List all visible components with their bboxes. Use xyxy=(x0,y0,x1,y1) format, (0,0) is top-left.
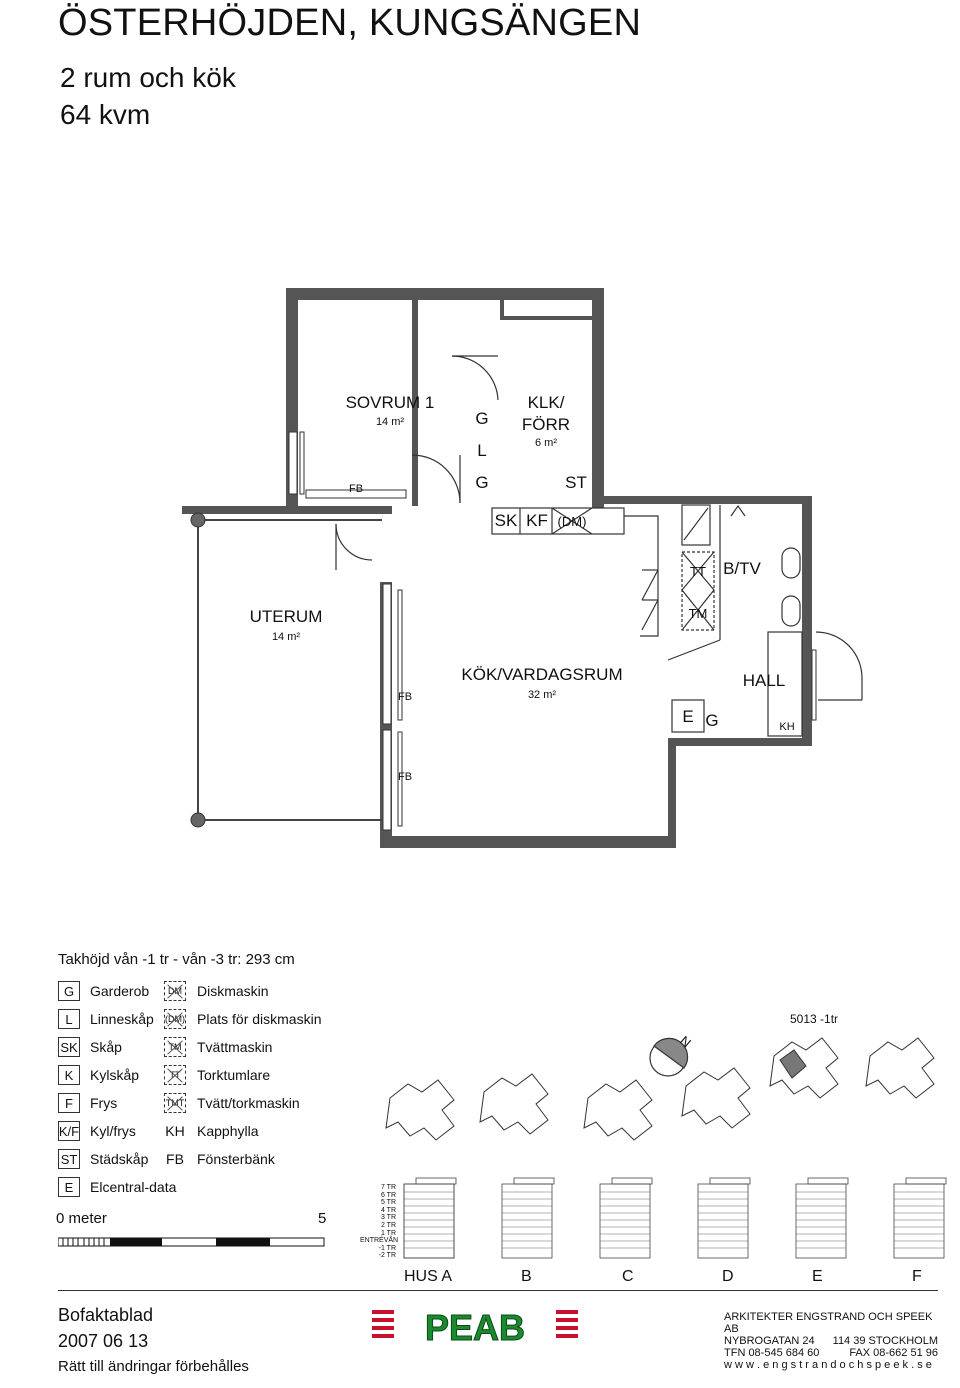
legend-code: (DM) xyxy=(164,1009,186,1029)
code-l: L xyxy=(477,441,486,460)
legend-code: SK xyxy=(58,1037,80,1057)
code-fb-2: FB xyxy=(398,691,412,703)
house-label: HUS A xyxy=(404,1268,453,1285)
scale-end: 5 xyxy=(318,1210,327,1227)
code-dm: (DM) xyxy=(558,514,587,529)
klk-area: 6 m² xyxy=(535,437,557,449)
klk-label-1: KLK/ xyxy=(528,393,565,412)
architect-phone: TFN 08-545 684 60 xyxy=(724,1347,820,1359)
legend-label: Linneskåp xyxy=(90,1011,154,1027)
legend-code: G xyxy=(58,981,80,1001)
legend-code: DM xyxy=(164,981,186,1001)
floor-plan: SOVRUM 1 14 m² KLK/ FÖRR 6 m² UTERUM 14 … xyxy=(182,288,863,848)
floor-label: ENTRÉVÅN xyxy=(360,1237,399,1245)
legend-code: FB xyxy=(166,1151,184,1167)
document-type: Bofaktablad xyxy=(58,1305,154,1325)
code-g2: G xyxy=(475,473,488,492)
highlight-marker xyxy=(779,1049,807,1079)
legend-code: ST xyxy=(58,1149,80,1169)
code-g: G xyxy=(475,409,488,428)
room-count: 2 rum och kök xyxy=(60,62,236,93)
code-kh: KH xyxy=(779,721,794,733)
legend-label: Garderob xyxy=(90,983,150,999)
sovrum-area: 14 m² xyxy=(376,416,404,428)
code-kf: KF xyxy=(526,511,548,530)
legend-label: Diskmaskin xyxy=(197,983,269,999)
floor-label: 4 TR xyxy=(380,1206,396,1214)
floor-label: 6 TR xyxy=(380,1191,396,1199)
site-plan: N xyxy=(385,1033,935,1141)
uterum-label: UTERUM xyxy=(250,607,323,626)
floor-label: 7 TR xyxy=(380,1184,396,1191)
code-e: E xyxy=(682,707,693,726)
legend-label: Kapphylla xyxy=(197,1123,259,1139)
legend-code: E xyxy=(58,1177,80,1197)
floor-label: 5 TR xyxy=(380,1199,396,1207)
legend-code: F xyxy=(58,1093,80,1113)
footer-divider xyxy=(58,1290,938,1291)
legend-code: TT xyxy=(164,1065,186,1085)
legend-code: TM xyxy=(164,1037,186,1057)
architect-city: 114 39 STOCKHOLM xyxy=(832,1335,938,1347)
house-label: E xyxy=(812,1268,823,1285)
walls xyxy=(182,288,812,848)
sovrum-label: SOVRUM 1 xyxy=(346,393,435,412)
code-g3: G xyxy=(705,711,718,730)
legend-label: Elcentral-data xyxy=(90,1179,177,1195)
floor-labels: 7 TR 6 TR 5 TR 4 TR 3 TR 2 TR 1 TR ENTRÉ… xyxy=(360,1184,399,1260)
legend-label: Plats för diskmaskin xyxy=(197,1011,322,1027)
legend-label: Städskåp xyxy=(90,1151,149,1167)
code-fb-3: FB xyxy=(398,771,412,783)
logo-text: PEAB xyxy=(425,1308,525,1344)
scale-start: 0 meter xyxy=(56,1210,107,1227)
legend-label: Fönsterbänk xyxy=(197,1151,275,1167)
architect-fax: FAX 08-662 51 96 xyxy=(849,1347,938,1359)
house-label: D xyxy=(722,1268,734,1285)
uterum-area: 14 m² xyxy=(272,631,300,643)
code-tt: TT xyxy=(690,564,706,579)
legend-code: KH xyxy=(165,1123,185,1139)
architect-block: ARKITEKTER ENGSTRAND OCH SPEEK AB NYBROG… xyxy=(724,1311,938,1371)
page-title: ÖSTERHÖJDEN, KUNGSÄNGEN xyxy=(58,2,642,44)
floor-label: 3 TR xyxy=(380,1214,396,1222)
code-sk: SK xyxy=(495,511,518,530)
floor-label: 1 TR xyxy=(380,1229,396,1237)
legend-label: Kyl/frys xyxy=(90,1123,136,1139)
legend-code: K/F xyxy=(58,1121,80,1141)
architect-website: w w w . e n g s t r a n d o c h s p e e … xyxy=(724,1359,932,1371)
legend-code: K xyxy=(58,1065,80,1085)
kok-label: KÖK/VARDAGSRUM xyxy=(461,665,622,684)
architect-address: NYBROGATAN 24 xyxy=(724,1335,815,1347)
house-label: F xyxy=(912,1268,922,1285)
apartment-area: 64 kvm xyxy=(60,99,151,130)
legend-label: Tvätt/torkmaskin xyxy=(197,1095,300,1111)
hall-label: HALL xyxy=(743,671,786,690)
legend-label: Kylskåp xyxy=(90,1067,140,1083)
floor-label: 2 TR xyxy=(380,1221,396,1229)
rights-notice: Rätt till ändringar förbehålles xyxy=(58,1358,249,1375)
code-st: ST xyxy=(565,473,587,492)
legend-label: Tvättmaskin xyxy=(197,1039,273,1055)
legend-label: Frys xyxy=(90,1095,118,1111)
floor-label: -1 TR xyxy=(378,1244,396,1252)
house-label: C xyxy=(622,1268,634,1285)
document-date: 2007 06 13 xyxy=(58,1331,149,1351)
legend-code: TMT xyxy=(164,1093,186,1113)
btv-label: B/TV xyxy=(723,559,761,578)
elevations xyxy=(403,1177,947,1259)
apartment-id: 5013 -1tr xyxy=(790,1012,839,1026)
legend-label: Skåp xyxy=(90,1039,122,1055)
code-tm: TM xyxy=(689,606,708,621)
ceiling-height: Takhöjd vån -1 tr - vån -3 tr: 293 cm xyxy=(58,951,295,968)
architect-name: ARKITEKTER ENGSTRAND OCH SPEEK AB xyxy=(724,1311,933,1335)
code-fb-1: FB xyxy=(349,483,363,495)
floor-label: -2 TR xyxy=(378,1252,396,1260)
scale-bar xyxy=(58,1237,325,1247)
house-label: B xyxy=(521,1268,532,1285)
klk-label-2: FÖRR xyxy=(522,415,570,434)
legend-code: L xyxy=(58,1009,80,1029)
legend-label: Torktumlare xyxy=(197,1067,271,1083)
kok-area: 32 m² xyxy=(528,689,556,701)
peab-logo: PEAB xyxy=(372,1307,578,1349)
